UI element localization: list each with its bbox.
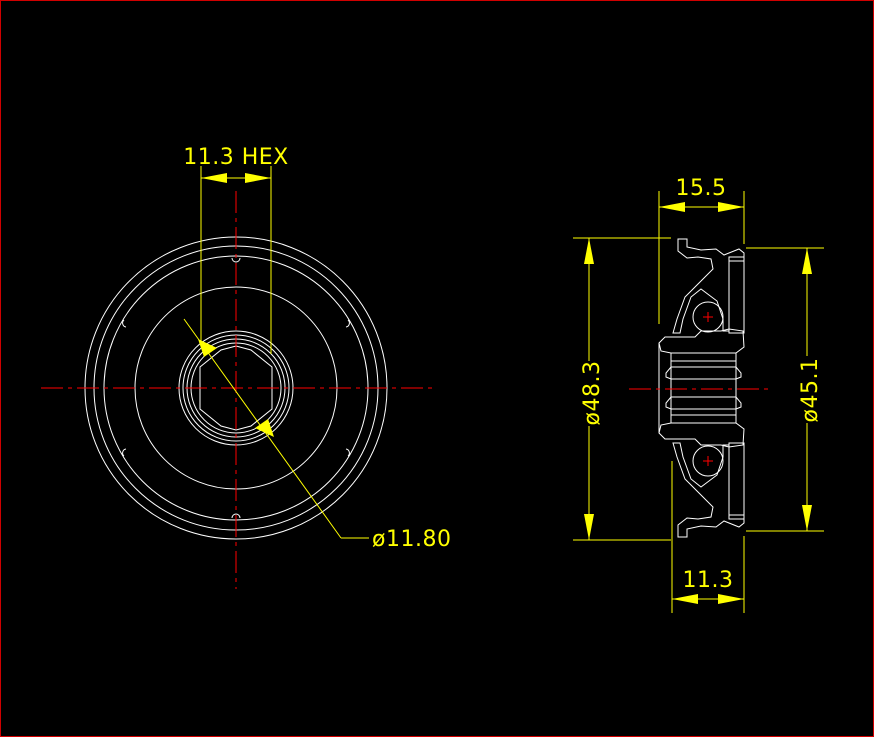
outer-diameter-dimension: ø48.3 (573, 237, 671, 541)
hub-lower (658, 422, 745, 448)
dimension-arrow (201, 173, 227, 183)
ball-center-marks (703, 312, 713, 466)
dimension-arrow (245, 173, 271, 183)
ball-lower (692, 445, 724, 477)
ball-upper (692, 301, 724, 333)
inner-width-dimension: 11.3 (671, 461, 745, 613)
overall-width-dimension: 15.5 (658, 176, 745, 324)
hex-dimension: 11.3 HEX (183, 145, 289, 354)
bore-diameter-dimension: ø11.80 (183, 318, 451, 552)
hex-bore (199, 345, 273, 431)
bore-diameter-label: ø11.80 (372, 527, 451, 552)
dimension-arrow (672, 594, 698, 604)
inner-width-label: 11.3 (683, 568, 734, 593)
section-view: 15.5 ø48.3 ø45.1 1 (573, 176, 824, 613)
dimension-arrow (718, 202, 744, 212)
dimension-arrow (718, 594, 744, 604)
hub-upper (658, 328, 745, 354)
housing-upper (672, 238, 745, 334)
dimension-arrow (255, 419, 274, 437)
dimension-arrow (802, 248, 812, 274)
housing-diameter-dimension: ø45.1 (746, 247, 824, 532)
dimension-arrow (659, 202, 685, 212)
front-view: 11.3 HEX ø11.80 (41, 145, 451, 589)
housing-lower (672, 442, 745, 538)
outer-ring-lower (728, 442, 745, 520)
overall-width-label: 15.5 (676, 176, 727, 201)
dimension-arrow (584, 514, 594, 540)
mounting-notches (122, 257, 350, 519)
dimension-arrow (802, 505, 812, 531)
hex-dimension-label: 11.3 HEX (183, 145, 289, 170)
dimension-arrow (584, 238, 594, 264)
outer-ring-upper (728, 256, 745, 334)
housing-diameter-label: ø45.1 (798, 358, 823, 423)
outer-diameter-label: ø48.3 (580, 361, 605, 426)
hub-bore (658, 343, 742, 433)
dimension-arrow (198, 339, 217, 357)
